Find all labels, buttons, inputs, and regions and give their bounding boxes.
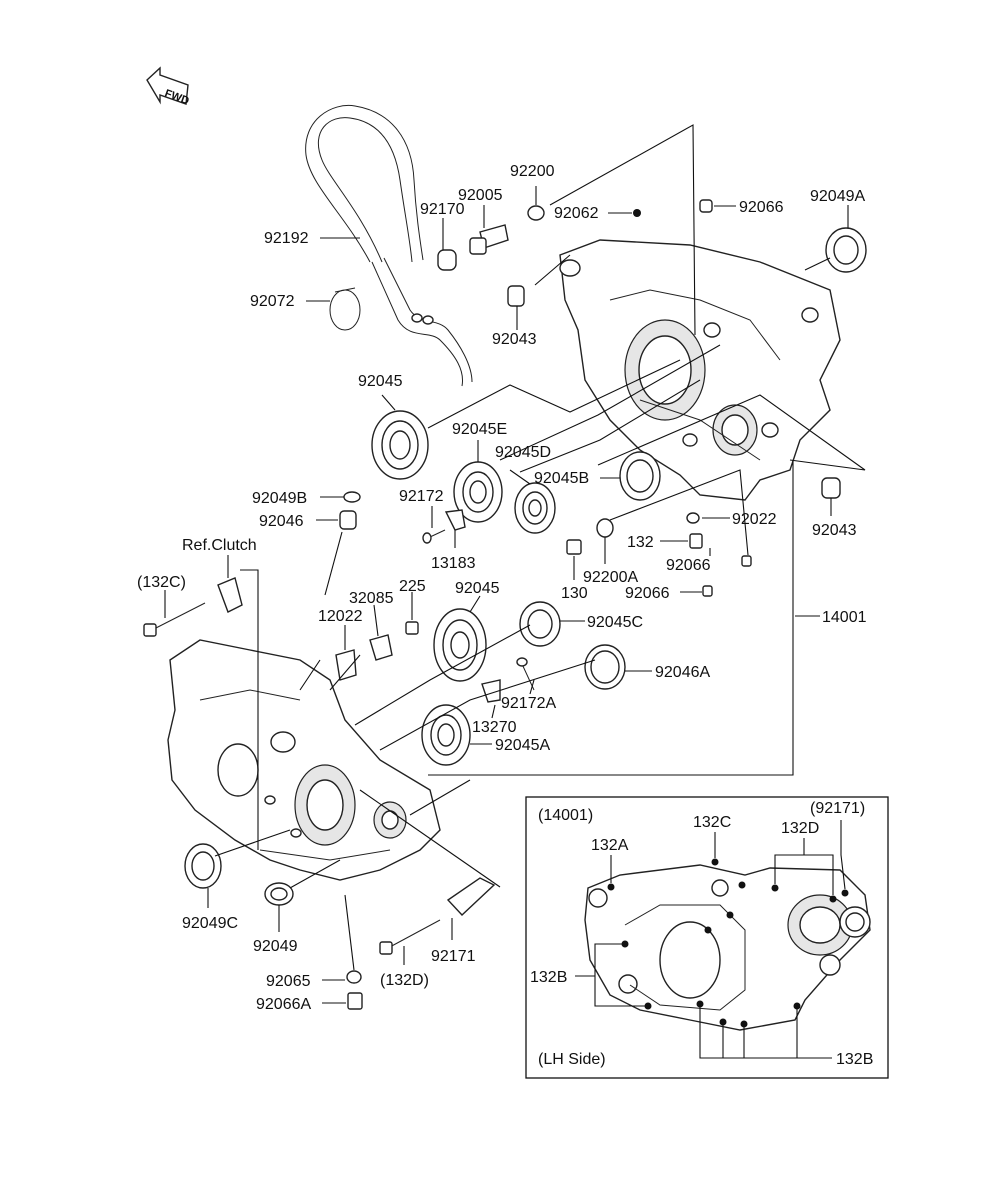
label-92066-mid: 92066 xyxy=(666,557,711,574)
inset-label-132B-left: 132B xyxy=(530,969,567,986)
seal-92049C xyxy=(184,843,222,889)
fitting-92005 xyxy=(469,224,509,255)
label-92200A: 92200A xyxy=(583,569,638,586)
bearing-92045A xyxy=(421,704,471,766)
left-crankcase xyxy=(167,639,441,881)
label-92045A: 92045A xyxy=(495,737,550,754)
label-92022: 92022 xyxy=(732,511,777,528)
label-92045B: 92045B xyxy=(534,470,589,487)
bearing-92046A xyxy=(584,644,626,690)
label-92171: 92171 xyxy=(431,948,476,965)
pin-92066-low xyxy=(702,585,713,597)
inset-lh-side: (14001) (LH Side) 132A 132C 132D (92171)… xyxy=(525,796,889,1079)
label-92049C: 92049C xyxy=(182,915,238,932)
label-132D: (132D) xyxy=(380,972,429,989)
assembly-lines xyxy=(214,124,866,889)
bolt-132C xyxy=(143,602,206,637)
ball-92062 xyxy=(633,209,641,217)
label-92049B: 92049B xyxy=(252,490,307,507)
bolt-225 xyxy=(405,621,419,635)
label-ref-clutch: Ref.Clutch xyxy=(182,537,257,554)
label-92005: 92005 xyxy=(458,187,503,204)
dowel-92043-right xyxy=(821,477,841,499)
label-92046A: 92046A xyxy=(655,664,710,681)
label-132C: (132C) xyxy=(137,574,186,591)
inset-label-132A: 132A xyxy=(591,837,629,854)
fitting-92170 xyxy=(437,249,457,271)
label-92066A: 92066A xyxy=(256,996,311,1013)
label-92066-low: 92066 xyxy=(625,585,670,602)
label-92066-top: 92066 xyxy=(739,199,784,216)
bearing-92045D xyxy=(514,482,556,534)
inset-label-132C: 132C xyxy=(693,814,731,831)
pin-92066-top xyxy=(699,199,713,213)
washer-92049B xyxy=(343,491,361,503)
inset-label-132B-right: 132B xyxy=(836,1051,873,1068)
plate-13270 xyxy=(481,679,501,703)
pin-92066-mid xyxy=(741,555,752,567)
label-92045-top: 92045 xyxy=(358,373,403,390)
label-92062: 92062 xyxy=(554,205,599,222)
right-crankcase xyxy=(559,239,841,501)
drain-bolt-92066A xyxy=(347,992,363,1010)
guide-92171 xyxy=(446,877,496,916)
label-12022: 12022 xyxy=(318,608,363,625)
inset-label-92171: (92171) xyxy=(810,800,865,817)
label-92200: 92200 xyxy=(510,163,555,180)
label-92045C: 92045C xyxy=(587,614,643,631)
bolt-132 xyxy=(689,533,703,549)
label-92043-top: 92043 xyxy=(492,331,537,348)
label-92072: 92072 xyxy=(250,293,295,310)
label-92049A: 92049A xyxy=(810,188,865,205)
plate-32085 xyxy=(369,634,393,661)
washer-92200A xyxy=(596,518,614,538)
label-92170: 92170 xyxy=(420,201,465,218)
bushing-92046 xyxy=(339,510,357,530)
label-225: 225 xyxy=(399,578,426,595)
bearing-92045-top xyxy=(371,410,429,480)
seal-92049 xyxy=(264,882,294,906)
clamp-92072 xyxy=(329,287,361,331)
clutch-ref-part xyxy=(217,577,243,613)
seal-92049A xyxy=(825,227,867,273)
label-14001: 14001 xyxy=(822,609,867,626)
plate-13183 xyxy=(444,509,466,531)
fwd-arrow-icon: FWD xyxy=(146,66,191,107)
label-92045-mid: 92045 xyxy=(455,580,500,597)
label-13183: 13183 xyxy=(431,555,476,572)
label-92192: 92192 xyxy=(264,230,309,247)
washer-92022 xyxy=(686,512,700,524)
label-92049: 92049 xyxy=(253,938,298,955)
label-92045D: 92045D xyxy=(495,444,551,461)
label-92045E: 92045E xyxy=(452,421,507,438)
label-130: 130 xyxy=(561,585,588,602)
screw-92172 xyxy=(422,529,446,544)
bearing-92045C xyxy=(519,601,561,647)
part-labels: 92200 92005 92170 92062 92066 92049A 921… xyxy=(137,163,867,1013)
breather-hose xyxy=(305,104,473,387)
label-132: 132 xyxy=(627,534,654,551)
inset-title: (14001) xyxy=(538,807,593,824)
bolt-130 xyxy=(566,539,582,555)
inset-label-132D: 132D xyxy=(781,820,819,837)
screw-92172A xyxy=(516,657,535,691)
dowel-92043-top xyxy=(507,285,525,307)
label-92065: 92065 xyxy=(266,973,311,990)
bearing-92045B xyxy=(619,451,661,501)
bolt-132D xyxy=(379,919,441,955)
bracket-12022 xyxy=(335,649,357,681)
washer-92200 xyxy=(527,205,545,221)
label-92043-right: 92043 xyxy=(812,522,857,539)
label-92172: 92172 xyxy=(399,488,444,505)
label-92046: 92046 xyxy=(259,513,304,530)
bearing-92045-mid xyxy=(433,608,487,682)
label-13270: 13270 xyxy=(472,719,517,736)
label-32085: 32085 xyxy=(349,590,394,607)
bearing-92045E xyxy=(453,461,503,523)
inset-side-label: (LH Side) xyxy=(538,1051,606,1068)
washer-92065 xyxy=(346,970,362,984)
leader-lines xyxy=(164,186,849,1004)
label-92172A: 92172A xyxy=(501,695,556,712)
